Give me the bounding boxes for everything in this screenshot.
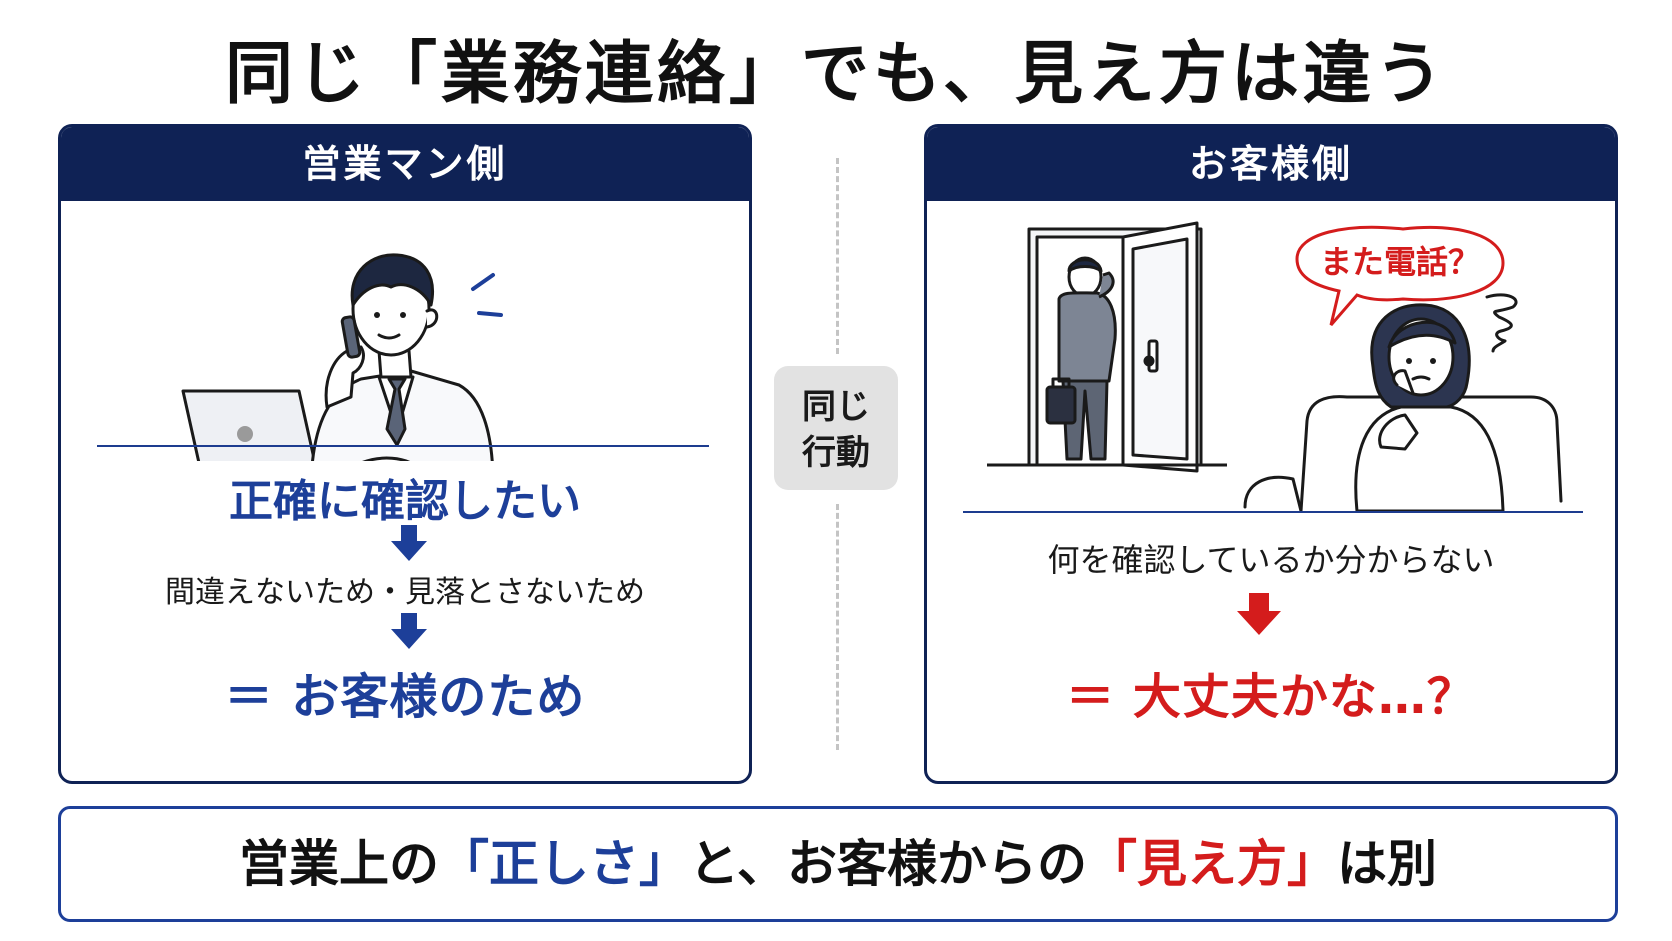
salesperson-conclusion-text: ＝ お客様のため bbox=[224, 669, 586, 725]
same-action-line2: 行動 bbox=[802, 433, 870, 473]
speech-bubble bbox=[1295, 225, 1505, 326]
customer-divider bbox=[963, 511, 1583, 513]
bottom-message-part1: 営業上の bbox=[239, 835, 439, 893]
same-action-line1: 同じ bbox=[802, 387, 870, 427]
same-action-badge: 同じ 行動 bbox=[774, 366, 898, 490]
down-arrow-icon bbox=[391, 613, 427, 649]
center-divider-bottom bbox=[836, 504, 839, 750]
salesperson-panel: 営業マン側 bbox=[58, 124, 752, 784]
bottom-message-highlight-correctness: 「正しさ」 bbox=[439, 835, 689, 893]
customer-conclusion-text: ＝ 大丈夫かな…？ bbox=[1066, 669, 1476, 725]
salesman-on-phone-illustration bbox=[181, 253, 503, 461]
down-arrow-icon bbox=[391, 525, 427, 561]
down-arrow-icon bbox=[1237, 593, 1281, 635]
salesperson-divider bbox=[97, 445, 709, 447]
center-divider-top bbox=[836, 158, 839, 354]
man-leaving-door-illustration bbox=[987, 221, 1227, 473]
customer-panel-header: お客様側 bbox=[927, 127, 1615, 201]
salesperson-main-text: 正確に確認したい bbox=[229, 476, 581, 527]
bottom-message-box: 営業上の「正しさ」と、お客様からの「見え方」は別 bbox=[58, 806, 1618, 922]
salesperson-reason-text: 間違えないため・見落とさないため bbox=[165, 575, 645, 610]
salesperson-panel-header: 営業マン側 bbox=[61, 127, 749, 201]
bottom-message-part3: は別 bbox=[1337, 835, 1437, 893]
worried-woman-illustration bbox=[1243, 293, 1563, 513]
page-title: 同じ「業務連絡」でも、見え方は違う bbox=[225, 35, 1447, 114]
speech-bubble-text: また電話？ bbox=[1319, 243, 1480, 281]
bottom-message-highlight-appearance: 「見え方」 bbox=[1087, 835, 1337, 893]
bottom-message-part2: と、お客様からの bbox=[689, 835, 1087, 893]
customer-scene-illustration bbox=[987, 221, 1563, 513]
customer-main-text: 何を確認しているか分からない bbox=[1047, 541, 1495, 579]
customer-panel: お客様側 bbox=[924, 124, 1618, 784]
